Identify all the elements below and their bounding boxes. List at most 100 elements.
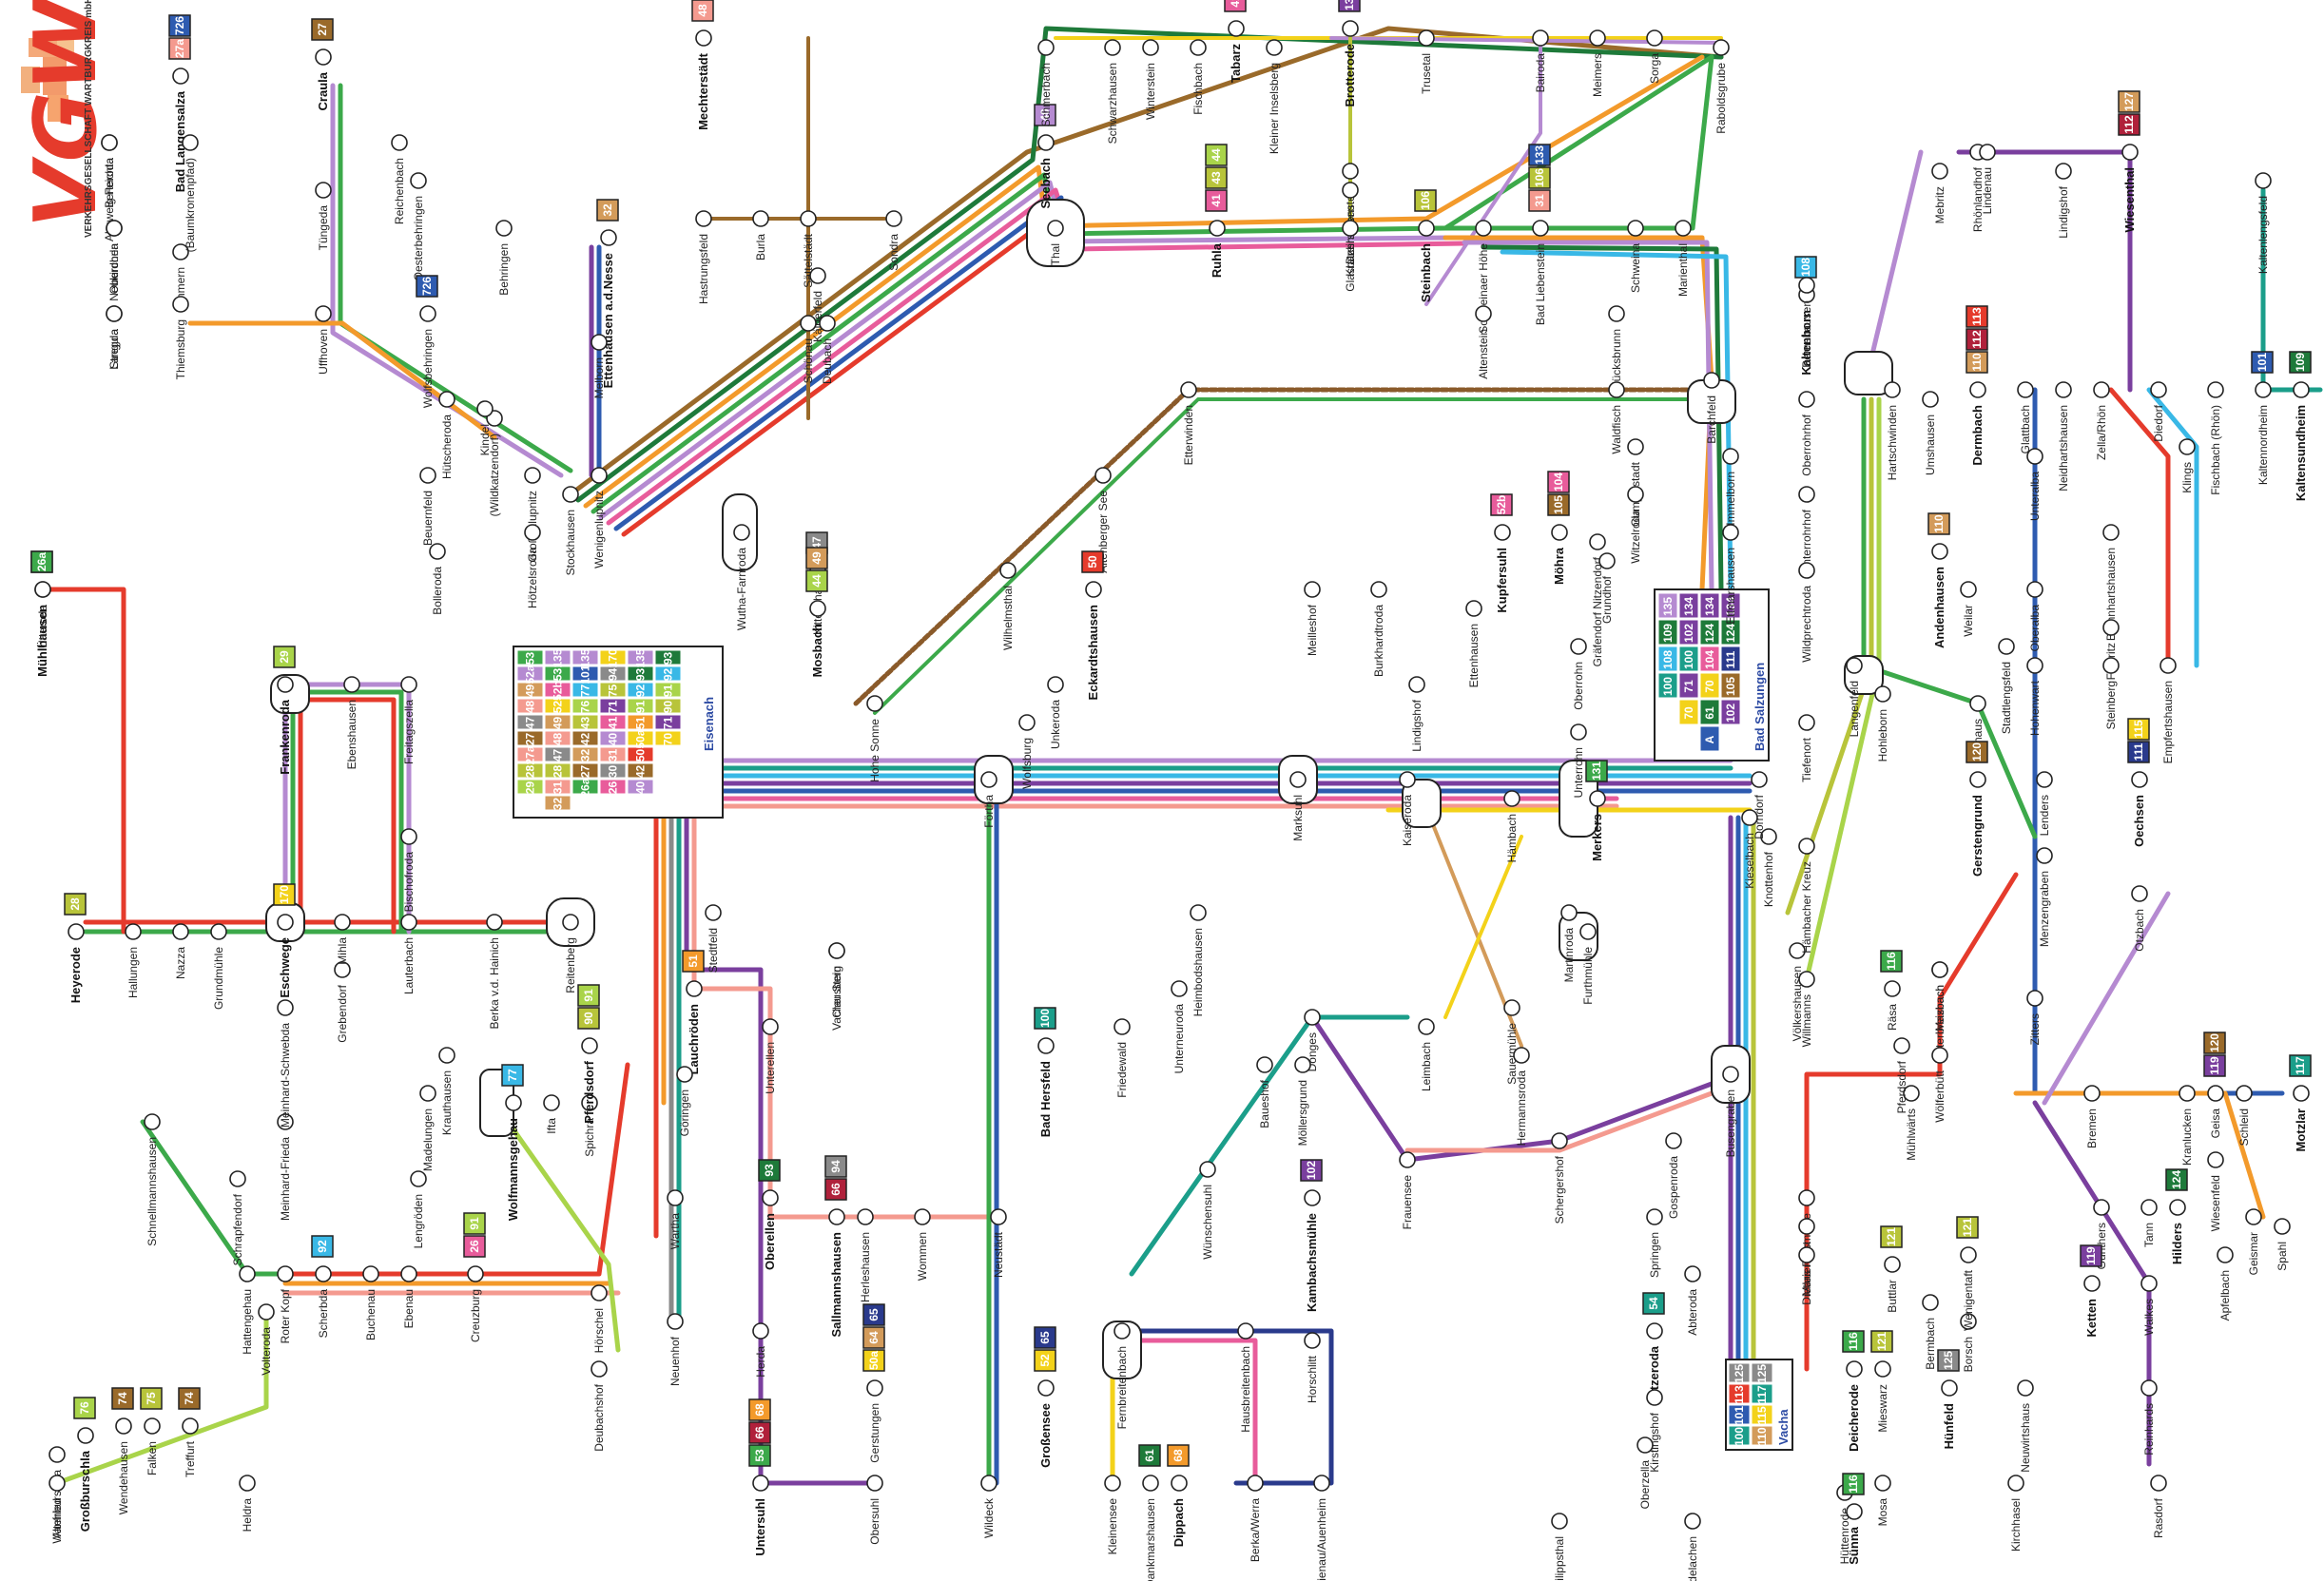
route-badge[interactable]: 117 — [2290, 1055, 2311, 1076]
stop-marker[interactable] — [173, 68, 188, 84]
stop-marker[interactable] — [2275, 1219, 2290, 1234]
route-badge[interactable]: 124 — [1700, 620, 1719, 645]
stop-marker[interactable] — [107, 306, 122, 321]
stop-marker[interactable] — [1305, 1190, 1320, 1205]
route-badge[interactable]: 121 — [1881, 1226, 1902, 1247]
stop[interactable]: Zella/Rhön — [2094, 382, 2109, 460]
stop-marker[interactable] — [1704, 373, 1719, 388]
stop[interactable]: Deubachshof — [591, 1361, 607, 1452]
stop[interactable]: Thiemsburg — [173, 297, 188, 379]
route-badge[interactable]: 64 — [863, 1327, 884, 1348]
stop[interactable]: Stadtlengsfeld — [1999, 639, 2014, 734]
stop-marker[interactable] — [1181, 382, 1196, 397]
stop-marker[interactable] — [1980, 145, 1995, 160]
stop[interactable]: Deubach — [820, 316, 835, 384]
stop-marker[interactable] — [259, 1304, 274, 1320]
stop-marker[interactable] — [411, 173, 426, 188]
stop-marker[interactable] — [1267, 40, 1282, 55]
stop-marker[interactable] — [1466, 601, 1482, 616]
stop[interactable]: Empfertshausen — [2160, 658, 2176, 763]
stop[interactable]: Dietlas — [1799, 1247, 1814, 1305]
stop[interactable]: Gospenroda — [1666, 1133, 1681, 1219]
stop-marker[interactable] — [2027, 449, 2043, 464]
stop[interactable]: Meilleshof — [1305, 582, 1320, 656]
route-badge[interactable]: 120 — [2204, 1032, 2225, 1053]
route-badge[interactable]: 116 — [1843, 1474, 1864, 1494]
route-badge[interactable]: 104 — [1548, 472, 1569, 492]
stop-marker[interactable] — [1314, 1475, 1329, 1491]
stop[interactable]: Clausberg — [829, 943, 844, 1018]
stop-marker[interactable] — [858, 1209, 873, 1224]
stop[interactable]: Möhra105 104 — [0, 0, 1567, 585]
route-badge[interactable]: 113 — [1729, 1384, 1750, 1404]
route-badge[interactable]: 102 — [1679, 620, 1698, 645]
stop-marker[interactable] — [1400, 1152, 1415, 1167]
stop-marker[interactable] — [1637, 1437, 1653, 1453]
stop[interactable]: Barchfeld — [1704, 373, 1719, 444]
route-badge[interactable]: 27 — [312, 19, 333, 40]
stop[interactable]: Burkhardtroda — [1371, 582, 1386, 677]
stop[interactable]: Eckardtshausen50 — [0, 0, 1101, 700]
route-badge[interactable]: 131 — [1586, 761, 1607, 781]
stop-marker[interactable] — [1799, 1219, 1814, 1234]
stop-marker[interactable] — [401, 829, 416, 844]
stop[interactable]: Ettmarshausen — [1723, 525, 1738, 625]
stop-marker[interactable] — [401, 915, 416, 930]
stop-marker[interactable] — [1552, 1514, 1567, 1529]
route-badge[interactable]: 119 — [2204, 1055, 2225, 1076]
stop-marker[interactable] — [1371, 582, 1386, 597]
route-badge[interactable]: 31 — [1529, 190, 1550, 211]
stop[interactable]: Nazza — [173, 924, 188, 979]
stop[interactable]: Tiefenort — [1799, 715, 1814, 782]
stop-marker[interactable] — [2217, 1247, 2233, 1263]
stop-marker[interactable] — [2208, 382, 2223, 397]
stop[interactable]: Winterstein — [1143, 40, 1158, 120]
stop-marker[interactable] — [1048, 677, 1063, 692]
stop[interactable]: Meinhard-Schwebda — [278, 1000, 293, 1128]
route-badge[interactable]: 134 — [1700, 593, 1719, 618]
stop-marker[interactable] — [2246, 1209, 2261, 1224]
stop-marker[interactable] — [1885, 1257, 1900, 1272]
stop[interactable]: Kaiseroda — [1400, 772, 1415, 846]
route-badge[interactable]: 51 — [683, 951, 704, 972]
route-badge[interactable]: 47 — [517, 715, 543, 729]
route-badge[interactable]: 51 — [628, 715, 653, 729]
route-badge[interactable]: 135 — [1658, 593, 1677, 618]
stop-marker[interactable] — [1038, 1038, 1054, 1053]
route-badge[interactable]: 111 — [2128, 742, 2149, 762]
stop[interactable]: Göringen — [677, 1067, 692, 1136]
route-badge[interactable]: 121 — [1957, 1217, 1978, 1238]
stop-marker[interactable] — [240, 1475, 255, 1491]
stop-marker[interactable] — [1343, 221, 1358, 236]
stop-marker[interactable] — [2122, 145, 2138, 160]
route-badge[interactable]: 27 — [572, 763, 598, 778]
stop-marker[interactable] — [35, 582, 50, 597]
stop[interactable]: Ebenshausen — [344, 677, 359, 769]
route-badge[interactable]: 109 — [2290, 352, 2311, 373]
stop[interactable]: Furthmühle — [1580, 924, 1596, 1005]
stop-marker[interactable] — [1552, 525, 1567, 540]
route-badge[interactable]: 26a — [572, 778, 598, 797]
stop[interactable]: Berteroda — [102, 135, 117, 208]
route-badge[interactable]: 70 — [1679, 700, 1698, 724]
stop-marker[interactable] — [2141, 1380, 2157, 1396]
stop-marker[interactable] — [820, 316, 835, 331]
route-badge[interactable]: 61 — [1700, 700, 1719, 724]
route-badge[interactable]: 70 — [655, 731, 681, 745]
stop[interactable]: Melborn — [591, 335, 607, 398]
stop[interactable]: Glattbach — [2018, 382, 2033, 453]
stop-marker[interactable] — [1305, 582, 1320, 597]
stop-marker[interactable] — [801, 316, 816, 331]
stop-marker[interactable] — [1172, 981, 1187, 996]
stop[interactable]: Hattengehau — [240, 1266, 255, 1355]
route-badge[interactable]: 100 — [1658, 673, 1677, 698]
stop-marker[interactable] — [753, 211, 768, 226]
route-badge[interactable]: 105 — [1548, 494, 1569, 515]
stop[interactable]: Hastrungsfeld — [696, 211, 711, 304]
route-badge[interactable]: 30 — [600, 763, 626, 778]
route-badge[interactable]: 115 — [1752, 1405, 1772, 1425]
stop[interactable]: Friedewald — [1114, 1019, 1130, 1098]
stop[interactable]: Etterwinden — [1181, 382, 1196, 465]
route-badge[interactable]: 134 — [1339, 0, 1360, 11]
stop[interactable]: Volteroda — [259, 1304, 274, 1376]
